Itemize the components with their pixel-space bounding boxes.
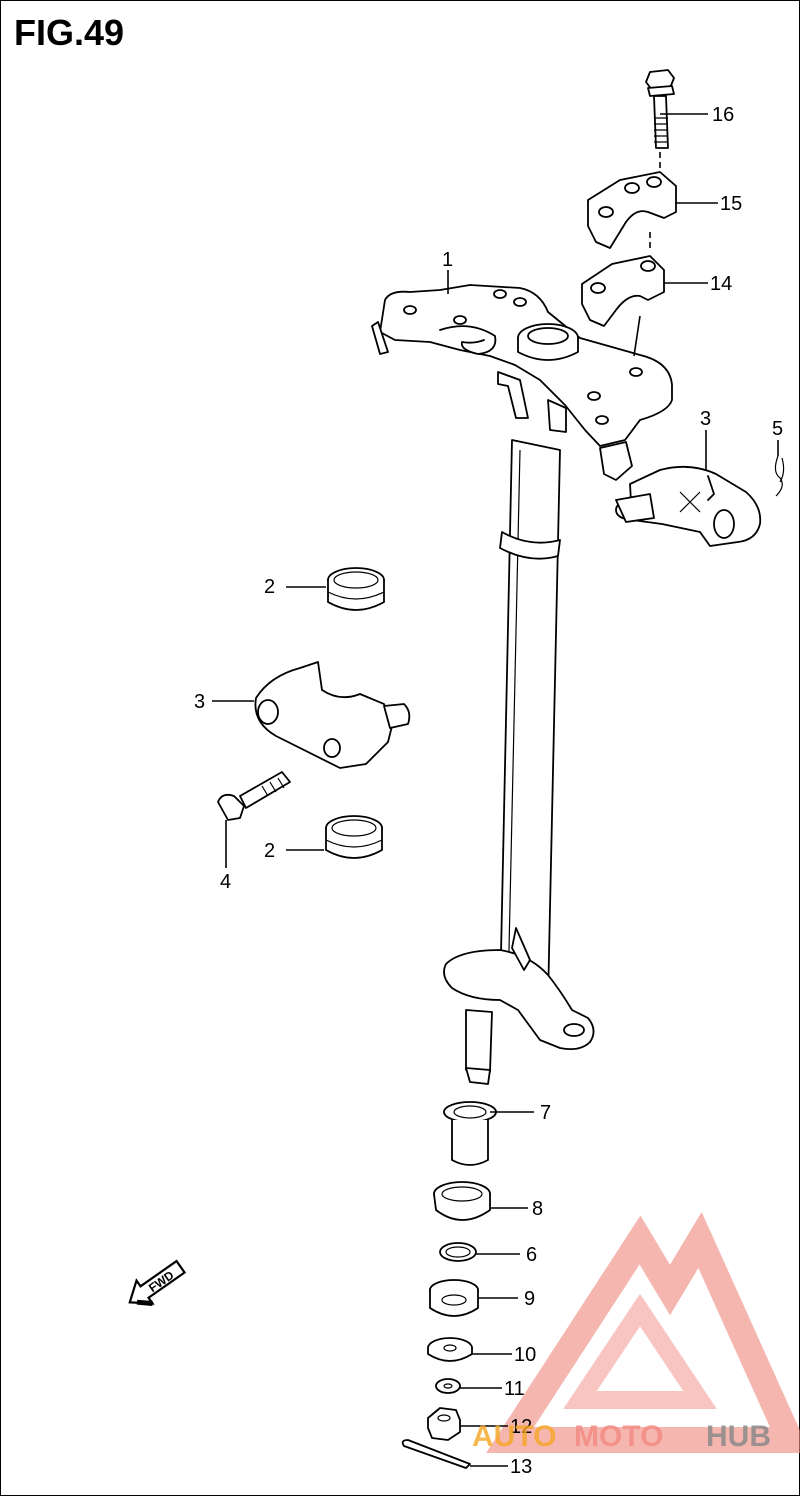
label-part-9: 9 (524, 1288, 535, 1310)
figure-title: FIG.49 (14, 12, 125, 53)
label-part-11: 11 (504, 1378, 525, 1400)
label-part-3-left: 3 (194, 691, 205, 713)
label-part-3-right: 3 (700, 408, 711, 430)
fwd-direction-arrow: FWD (128, 1259, 187, 1306)
bolt-16 (645, 69, 675, 149)
label-part-10: 10 (514, 1344, 536, 1366)
clamp-upper-15 (587, 171, 677, 249)
label-part-1: 1 (442, 249, 453, 271)
watermark-auto: AUTO (472, 1420, 556, 1453)
bolt-4 (217, 771, 291, 821)
label-part-8: 8 (532, 1198, 543, 1220)
nut-12 (427, 1407, 461, 1441)
label-part-2-upper: 2 (264, 576, 275, 598)
cotter-pin-5 (774, 455, 785, 497)
label-part-4: 4 (220, 871, 231, 893)
bushing-holder-3-right (615, 465, 762, 547)
steering-bracket-assembly (371, 284, 673, 1085)
label-part-6: 6 (526, 1244, 537, 1266)
clamp-lower-14 (581, 255, 665, 327)
washer-10 (427, 1337, 473, 1362)
label-part-5: 5 (772, 418, 783, 440)
label-part-16: 16 (712, 104, 734, 126)
label-part-12: 12 (510, 1416, 532, 1438)
watermark-moto: MOTO (574, 1420, 663, 1453)
watermark-hub: HUB (706, 1420, 771, 1453)
label-part-7: 7 (540, 1102, 551, 1124)
washer-11 (435, 1378, 461, 1394)
watermark-text: AUTO MOTO HUB (472, 1420, 771, 1453)
seal-8 (433, 1181, 491, 1221)
bushing-2-upper (327, 567, 385, 611)
label-part-2-lower: 2 (264, 840, 275, 862)
bushing-7 (443, 1101, 497, 1166)
o-ring-6 (439, 1242, 477, 1262)
leader-lines (212, 113, 779, 1467)
watermark-logo (486, 1211, 800, 1453)
bushing-2-lower (325, 815, 383, 859)
cotter-pin-13 (401, 1439, 471, 1469)
label-part-14: 14 (710, 273, 732, 295)
bushing-holder-3-left (254, 661, 411, 769)
cup-9 (429, 1279, 479, 1317)
label-part-15: 15 (720, 193, 742, 215)
label-part-13: 13 (510, 1456, 532, 1478)
part-number-labels: 1 2 2 3 3 4 5 6 7 8 9 10 11 12 13 14 15 … (194, 104, 783, 1478)
